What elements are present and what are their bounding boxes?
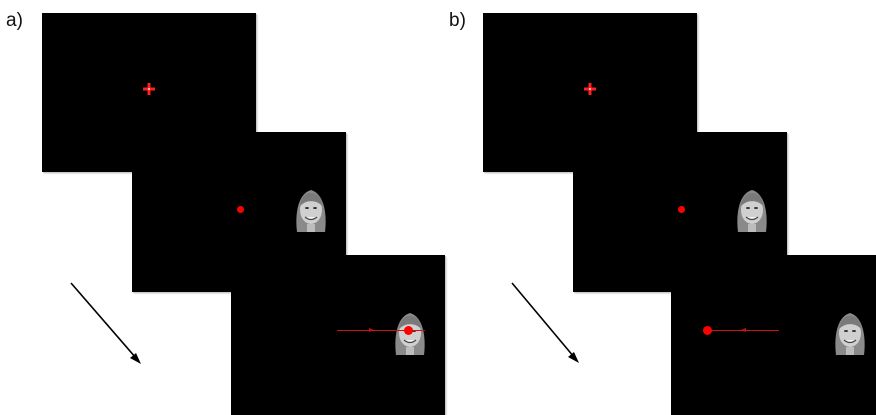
track-direction-arrow	[369, 328, 374, 332]
track-direction-arrow	[741, 328, 746, 332]
moving-target-dot	[404, 326, 413, 335]
panel-a-label: a)	[6, 10, 23, 31]
face-photo	[293, 186, 329, 232]
target-dot	[237, 206, 244, 213]
fixation-cross-icon	[584, 83, 596, 95]
fixation-cross-icon	[143, 83, 155, 95]
target-dot	[678, 206, 685, 213]
face-photo	[734, 186, 770, 232]
face-photo	[832, 309, 868, 355]
moving-target-dot	[703, 326, 712, 335]
movement-track-line	[337, 330, 425, 331]
panel-a-screen-saccade	[231, 255, 445, 415]
panel-b-screen-saccade	[671, 255, 876, 415]
panel-b-label: b)	[449, 10, 466, 31]
